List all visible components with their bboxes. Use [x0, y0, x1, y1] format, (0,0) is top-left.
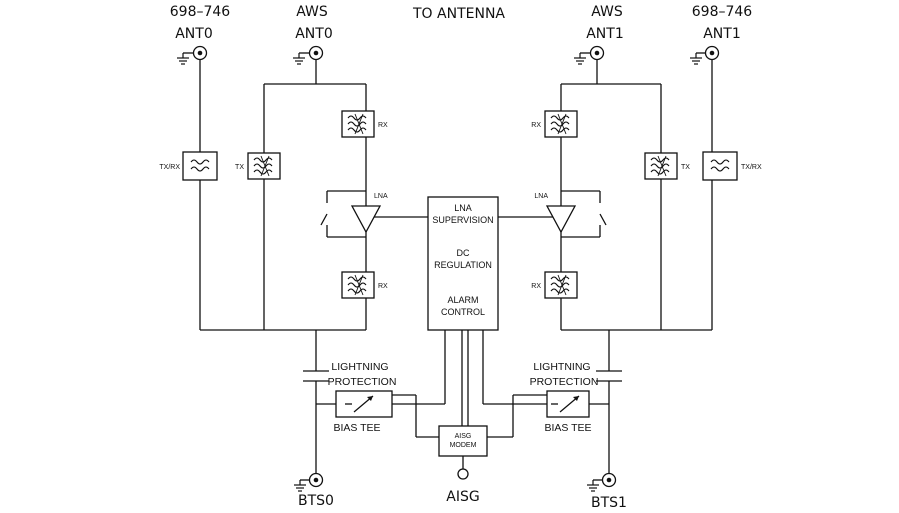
right-lna-label: LNA: [534, 193, 548, 200]
right-protection-line2: PROTECTION: [530, 376, 599, 388]
left-outer-ant-label: ANT0: [175, 26, 213, 42]
controller-line6: CONTROL: [441, 307, 485, 317]
left-tx-label: TX: [235, 164, 244, 171]
right-txrx-label: TX/RX: [741, 164, 762, 171]
left-wiring: [199, 59, 446, 474]
left-rx-filter-top-icon: [341, 110, 375, 138]
left-protection-line1: LIGHTNING: [331, 361, 388, 373]
right-inner-ant-label: ANT1: [586, 26, 624, 42]
left-lna-icon: [350, 205, 382, 234]
left-rx-top-label: RX: [378, 122, 388, 129]
right-rx-top-label: RX: [531, 122, 541, 129]
left-inner-ant-label: ANT0: [295, 26, 333, 42]
controller-line4: REGULATION: [434, 260, 492, 270]
ant1-698-connector-icon[interactable]: [704, 45, 720, 61]
right-capacitor-icon: [596, 370, 622, 382]
bts1-label: BTS1: [591, 495, 627, 511]
bts0-connector-icon[interactable]: [308, 472, 324, 488]
right-outer-freq-label: 698–746: [692, 4, 753, 20]
right-rx-filter-top-icon: [544, 110, 578, 138]
left-txrx-filter-icon: [182, 151, 218, 181]
right-wiring: [482, 59, 713, 474]
controller-box: [427, 196, 499, 331]
right-lna-icon: [545, 205, 577, 234]
left-lna-label: LNA: [374, 193, 388, 200]
ant0-698-connector-icon[interactable]: [192, 45, 208, 61]
right-rx-bottom-label: RX: [531, 283, 541, 290]
modem-line2: MODEM: [450, 442, 477, 449]
left-rx-bottom-label: RX: [378, 283, 388, 290]
aisg-port-icon[interactable]: [457, 468, 469, 480]
right-tx-filter-icon: [644, 152, 678, 180]
controller-line2: SUPERVISION: [432, 215, 493, 225]
ground-icon: [293, 479, 603, 492]
left-rx-filter-bottom-icon: [341, 271, 375, 299]
left-txrx-label: TX/RX: [159, 164, 180, 171]
ground-icon: [176, 52, 706, 65]
bts1-connector-icon[interactable]: [601, 472, 617, 488]
right-outer-ant-label: ANT1: [703, 26, 741, 42]
aisg-port-label: AISG: [446, 489, 479, 505]
to-antenna-label: TO ANTENNA: [412, 6, 505, 22]
left-bias-tee-icon: [335, 390, 393, 418]
controller-wiring: [461, 330, 469, 469]
right-rx-filter-bottom-icon: [544, 271, 578, 299]
left-tx-filter-icon: [247, 152, 281, 180]
left-outer-freq-label: 698–746: [170, 4, 231, 20]
controller-line1: LNA: [454, 203, 472, 213]
ant0-aws-connector-icon[interactable]: [308, 45, 324, 61]
right-inner-freq-label: AWS: [591, 4, 623, 20]
left-inner-freq-label: AWS: [296, 4, 328, 20]
right-bias-tee-label: BIAS TEE: [544, 422, 591, 434]
controller-line3: DC: [457, 248, 470, 258]
right-txrx-filter-icon: [702, 151, 738, 181]
bts0-label: BTS0: [298, 493, 334, 509]
left-capacitor-icon: [303, 370, 329, 382]
left-protection-line2: PROTECTION: [328, 376, 397, 388]
left-bias-tee-label: BIAS TEE: [333, 422, 380, 434]
right-tx-label: TX: [681, 164, 690, 171]
right-protection-line1: LIGHTNING: [533, 361, 590, 373]
right-bias-tee-icon: [546, 390, 590, 418]
ant1-aws-connector-icon[interactable]: [589, 45, 605, 61]
aisg-modem-box: [438, 425, 488, 457]
controller-line5: ALARM: [447, 295, 478, 305]
modem-line1: AISG: [455, 433, 472, 440]
